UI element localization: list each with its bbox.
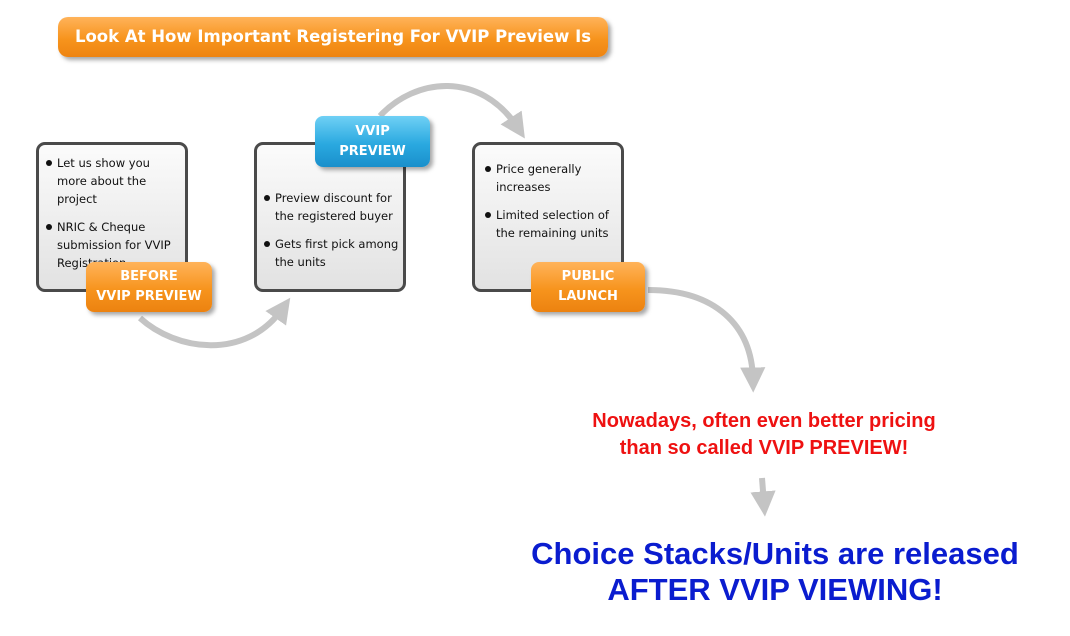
arrow-note-to-conclusion: [750, 477, 776, 517]
stage-bullets: Price generally increases Limited select…: [475, 145, 621, 242]
conclusion-note-line: AFTER VVIP VIEWING!: [607, 572, 943, 607]
conclusion-note-line: Choice Stacks/Units are released: [531, 536, 1019, 571]
bullet-item: Price generally increases: [485, 160, 617, 196]
stage-badge-vvip-preview: VVIP PREVIEW: [315, 116, 430, 167]
conclusion-note: Choice Stacks/Units are released AFTER V…: [480, 536, 1070, 608]
badge-line: LAUNCH: [558, 289, 618, 304]
badge-line: VVIP PREVIEW: [96, 289, 202, 304]
bullet-item: Gets first pick among the units: [264, 235, 399, 271]
arrow-public-to-note: [647, 287, 766, 393]
stage-badge-public-launch: PUBLIC LAUNCH: [531, 262, 645, 312]
badge-line: PREVIEW: [339, 143, 406, 159]
bullet-item: Preview discount for the registered buye…: [264, 189, 399, 225]
badge-line: BEFORE: [120, 269, 178, 284]
bullet-item: Limited selection of the remaining units: [485, 206, 617, 242]
stage-bullets: Preview discount for the registered buye…: [257, 145, 403, 271]
arrow-vvip-to-public: [377, 83, 525, 139]
stage-badge-before-vvip-preview: BEFORE VVIP PREVIEW: [86, 262, 212, 312]
diagram-title: Look At How Important Registering For VV…: [58, 17, 608, 57]
pricing-note-line: than so called VVIP PREVIEW!: [619, 437, 909, 459]
stage-bullets: Let us show you more about the project N…: [39, 145, 185, 272]
badge-line: PUBLIC: [561, 269, 615, 284]
badge-line: VVIP: [355, 123, 390, 139]
bullet-item: Let us show you more about the project: [46, 154, 181, 208]
arrow-before-to-vvip: [137, 297, 291, 349]
stage-card-vvip-preview: Preview discount for the registered buye…: [254, 142, 406, 292]
pricing-note: Nowadays, often even better pricing than…: [520, 408, 1008, 462]
pricing-note-line: Nowadays, often even better pricing: [592, 410, 936, 432]
